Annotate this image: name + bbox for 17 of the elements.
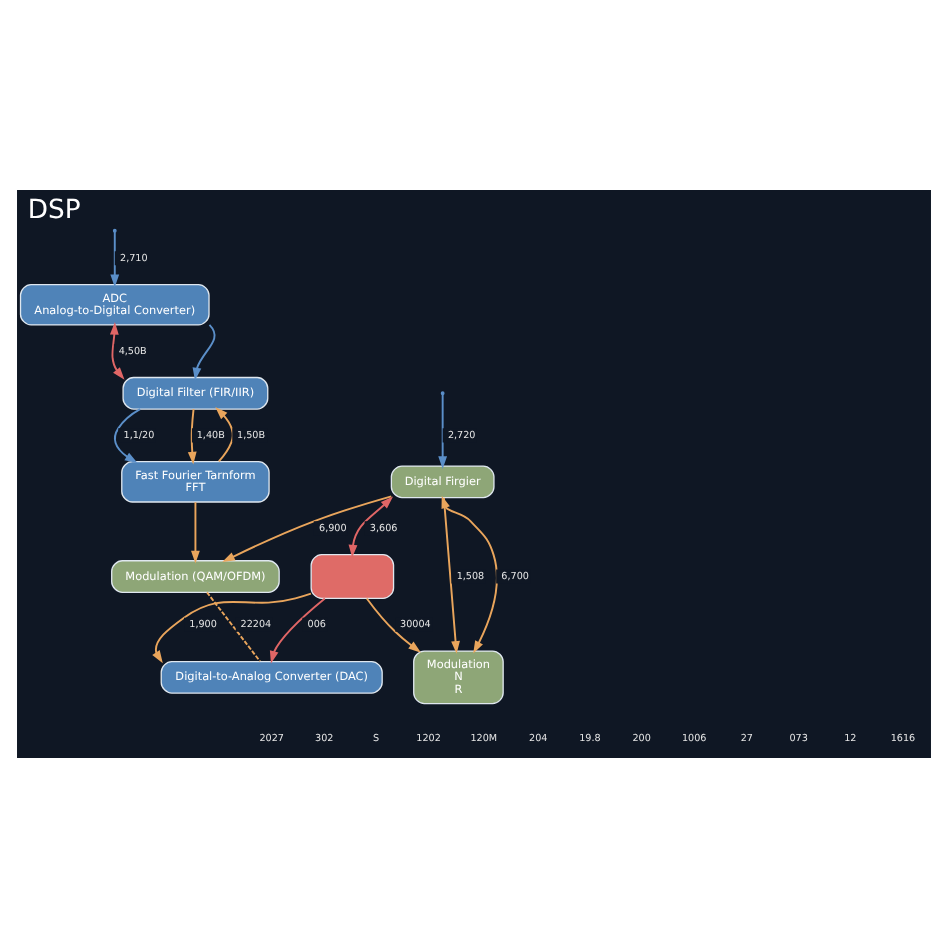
diagram-title: DSP xyxy=(27,196,81,227)
node-box xyxy=(310,553,395,600)
arrow xyxy=(441,495,498,654)
arrow xyxy=(215,407,234,463)
arrow xyxy=(222,495,393,562)
arrow xyxy=(442,496,460,654)
arrow xyxy=(109,322,125,380)
arrow xyxy=(187,408,197,465)
connector xyxy=(206,591,261,663)
arrow xyxy=(110,231,120,288)
arrow xyxy=(365,597,422,653)
arrow xyxy=(152,592,312,664)
arrow xyxy=(114,408,142,464)
arrow xyxy=(192,323,216,381)
arrow xyxy=(348,496,394,558)
arrow xyxy=(438,393,448,469)
arrow xyxy=(191,501,200,564)
